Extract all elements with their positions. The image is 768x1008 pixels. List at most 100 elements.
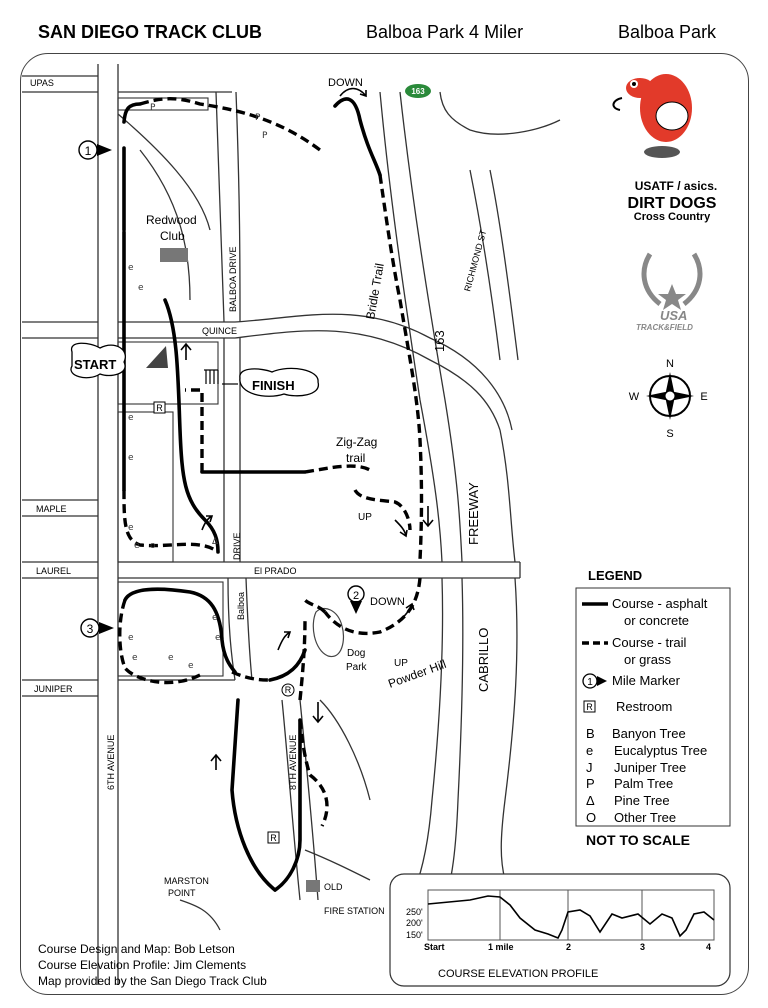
street-quince: QUINCE [202,326,237,336]
down-label-bottom: DOWN [370,596,405,608]
street-laurel: LAUREL [36,566,71,576]
route-badge-text: 163 [411,87,425,96]
fire-station-label: FIRE STATION [324,906,385,916]
svg-text:e: e [212,613,218,623]
restroom-3: R [267,831,280,844]
tree-markers: eee eee oee eeP PPΔ ee [128,103,268,671]
svg-text:P: P [150,103,156,113]
dog-park-area [312,607,345,658]
zigzag-label: Zig-Zag [336,435,377,449]
dirt-dogs-mascot [612,74,692,158]
svg-text:e: e [134,541,140,551]
svg-text:e: e [128,633,134,643]
legend-box: 1 R [575,587,731,827]
legend-title: LEGEND [588,568,643,583]
trail-label: trail [346,451,365,465]
svg-text:e: e [128,413,134,423]
usa-text: USA [660,308,687,323]
elev-y-150: 150' [406,930,423,940]
legend-tree-sym-juniper: J [586,760,593,775]
restroom-3-symbol: R [270,833,277,843]
race-title: Balboa Park 4 Miler [366,22,524,42]
elev-x-1: 1 mile [488,942,514,952]
compass-s: S [666,428,673,440]
svg-text:e: e [128,523,134,533]
mile-marker-3: 3 [80,618,114,638]
elev-x-2: 2 [566,942,571,952]
club-title: SAN DIEGO TRACK CLUB [38,22,262,42]
compass-n: N [666,358,674,370]
legend-tree-sym-banyon: B [586,726,595,741]
legend-tree-palm: Palm Tree [614,776,674,791]
credit-elevation: Course Elevation Profile: Jim Clements [38,958,247,972]
elev-y-250: 250' [406,907,423,917]
legend-tree-sym-other: O [586,810,597,825]
down-label-top: DOWN [328,77,363,89]
freeway-label: FREEWAY [466,482,481,545]
legend-trail-2: or grass [624,652,671,667]
compass-e: E [700,391,707,403]
compass-w: W [629,391,640,403]
dirt-dogs-text: DIRT DOGS [628,195,717,212]
street-upas: UPAS [30,78,54,88]
elev-x-3: 3 [640,942,645,952]
restroom-2: R [281,683,295,697]
point-label: POINT [168,888,196,898]
street-drive: DRIVE [232,532,242,560]
mile-marker-1: 1 [78,140,112,160]
dirt-dogs-logo: USATF / asics. DIRT DOGS Cross Country [628,179,718,223]
legend-tree-juniper: Juniper Tree [614,760,687,775]
svg-text:e: e [132,653,138,663]
bridle-trail-label: Bridle Trail [363,262,387,320]
dog-label: Dog [347,648,365,659]
street-richmond: RICHMOND ST [462,228,488,292]
park-label: Park [346,662,368,673]
old-label: OLD [324,882,343,892]
legend-tree-pine: Pine Tree [614,793,670,808]
svg-text:e: e [128,263,134,273]
finish-callout: FINISH [204,367,319,397]
legend-tree-banyon: Banyon Tree [612,726,686,741]
svg-text:o: o [150,541,156,551]
legend-restroom: Restroom [616,699,673,714]
elev-x-start: Start [424,942,445,952]
route-163-shield: 163 [405,84,431,98]
elev-y-200: 200' [406,918,423,928]
legend-trail-1: Course - trail [612,635,687,650]
route-163-label: 163 [432,330,447,352]
track-field-text: TRACK&FIELD [636,323,693,332]
elev-x-4: 4 [706,942,711,952]
usatf-asics-text: USATF / asics. [635,179,717,193]
legend-asphalt-1: Course - asphalt [612,596,708,611]
street-balboa: Balboa [236,592,246,620]
svg-text:e: e [128,453,134,463]
credit-design: Course Design and Map: Bob Letson [38,942,235,956]
elevation-profile: 250' 200' 150' Start 1 mile 2 3 4 COURSE… [389,873,731,987]
redwood-club-building [160,248,188,262]
redwood-label: Redwood [146,213,197,227]
map-frame [20,53,749,995]
mile-marker-2: 2 [347,585,365,614]
club-label: Club [160,229,185,243]
svg-text:P: P [262,131,268,141]
course-asphalt [122,97,382,892]
course-trail [118,97,424,827]
street-8th-avenue: 8TH AVENUE [288,735,298,790]
marston-label: MARSTON [164,876,209,886]
up-label-powder: UP [394,658,408,669]
legend-tree-sym-eucalyptus: e [586,743,594,758]
park-title: Balboa Park [618,22,717,42]
street-grid [22,64,561,985]
start-text: START [74,357,116,372]
svg-text:e: e [215,633,221,643]
legend-tree-eucalyptus: Eucalyptus Tree [614,743,708,758]
direction-arrows [180,87,434,770]
finish-text: FINISH [252,378,295,393]
restroom-1-symbol: R [156,403,163,413]
cross-country-text: Cross Country [634,211,711,223]
mile-marker-1-text: 1 [85,144,92,158]
legend-tree-sym-pine: Δ [586,793,595,808]
compass-rose: N S E W [629,358,708,440]
svg-text:e: e [138,283,144,293]
